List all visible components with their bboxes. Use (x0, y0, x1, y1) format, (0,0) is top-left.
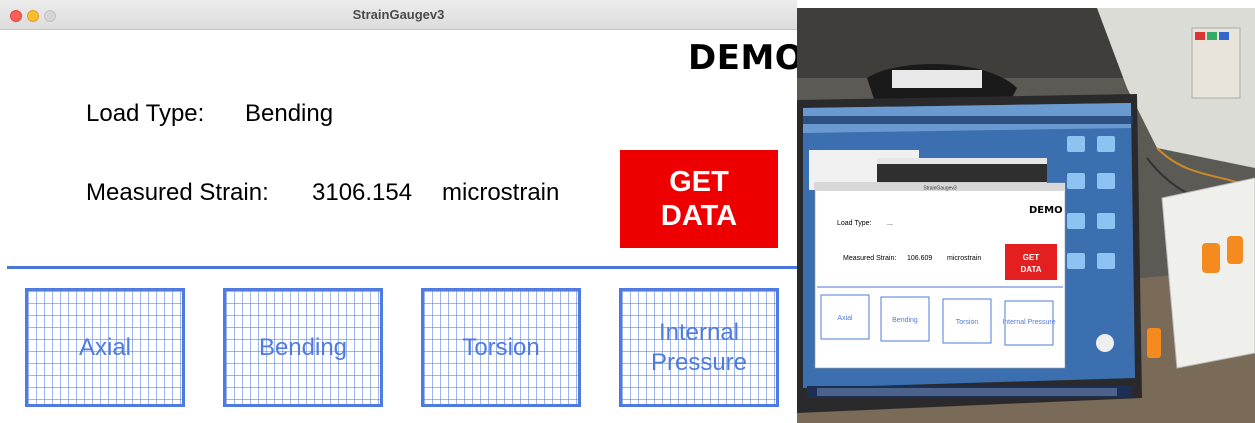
screen-load-type-value: ... (887, 220, 893, 227)
screen-strain-label: Measured Strain: (843, 255, 896, 262)
divider (7, 266, 797, 269)
strain-unit-label: microstrain (442, 179, 560, 206)
screen-strain-value: 106.609 (907, 255, 932, 262)
app-window: StrainGaugev3 DEMO Load Type: Bending Me… (0, 0, 797, 407)
screen-app-window: StrainGaugev3 DEMO Load Type: ... Measur… (814, 182, 1066, 369)
torsion-button[interactable]: Torsion (421, 288, 581, 407)
load-type-label: Load Type: (86, 100, 205, 127)
internal-pressure-button[interactable]: Internal Pressure (619, 288, 779, 407)
title-bar[interactable]: StrainGaugev3 (0, 0, 797, 30)
screen-demo-label: DEMO (1029, 205, 1063, 216)
screen-load-type-label: Load Type: (837, 220, 872, 227)
screen-window-title: StrainGaugev3 (923, 186, 957, 192)
measured-strain-label: Measured Strain: (86, 179, 269, 206)
axial-button[interactable]: Axial (25, 288, 185, 407)
window-title: StrainGaugev3 (352, 7, 445, 22)
bending-button[interactable]: Bending (223, 288, 383, 407)
close-window-button[interactable] (10, 10, 22, 22)
demo-label: DEMO (688, 38, 797, 78)
screen-strain-unit: microstrain (947, 255, 981, 262)
svg-text:DATA: DATA (1020, 265, 1041, 274)
get-data-button[interactable]: GET DATA (620, 150, 778, 248)
screen-bending-label: Bending (892, 317, 918, 324)
measured-strain-value: 3106.154 (312, 179, 413, 206)
photo-scene: StrainGaugev3 DEMO Load Type: ... Measur… (797, 8, 1255, 423)
svg-text:GET: GET (1023, 253, 1040, 262)
screen-torsion-label: Torsion (956, 319, 979, 326)
screen-internal-pressure-label: Internal Pressure (1002, 319, 1055, 326)
zoom-window-button[interactable] (44, 10, 56, 22)
screen-get-data-button (1005, 244, 1057, 280)
load-type-value: Bending (245, 100, 334, 127)
demo-setup-photo: StrainGaugev3 DEMO Load Type: ... Measur… (797, 8, 1255, 423)
minimize-window-button[interactable] (27, 10, 39, 22)
screen-axial-label: Axial (837, 315, 853, 322)
